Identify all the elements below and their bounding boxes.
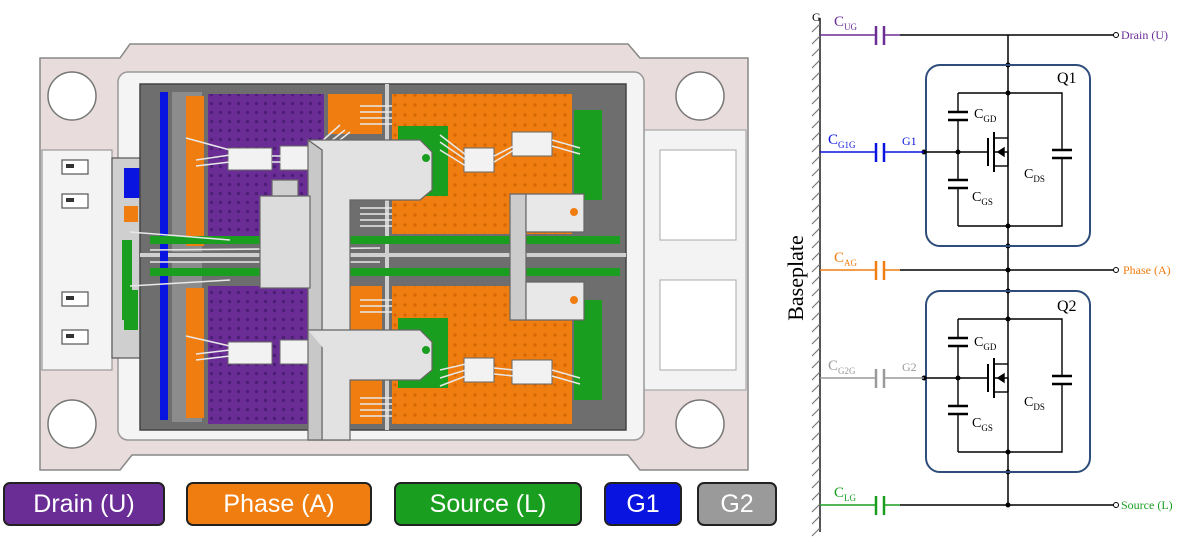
mounting-hole — [47, 71, 97, 121]
pin-headers — [61, 159, 89, 345]
ground-label: G — [812, 10, 821, 24]
semiconductor-dies — [227, 131, 553, 385]
phase-strip — [186, 96, 204, 246]
q1-label: Q1 — [1057, 70, 1077, 87]
c-g1g-capacitor — [820, 143, 924, 162]
c-ag-label: CAG — [834, 250, 858, 268]
q1-cgd-label: CGD — [974, 107, 997, 124]
baseplate-hatching — [811, 23, 821, 537]
source-trace — [150, 236, 620, 244]
legend-phase-label: Phase (A) — [223, 489, 335, 518]
legend-drain-u: Drain (U) — [3, 482, 165, 526]
g2-node-label: G2 — [902, 360, 917, 374]
c-g2g-label: CG2G — [828, 358, 856, 376]
legend-drain-label: Drain (U) — [33, 489, 135, 518]
c-g1g-label: CG1G — [828, 132, 856, 150]
legend-phase-a: Phase (A) — [186, 482, 372, 526]
legend-source-l: Source (L) — [394, 482, 582, 526]
c-ug-capacitor — [820, 26, 1114, 45]
mounting-hole — [675, 399, 725, 449]
c-lg-label: CLG — [834, 485, 857, 503]
c-ug-label: CUG — [834, 14, 858, 32]
source-label: Source (L) — [1121, 498, 1173, 512]
mounting-hole — [47, 399, 97, 449]
q2-box — [925, 290, 1091, 473]
q1-cds-label: CDS — [1024, 167, 1045, 184]
q1-mosfet — [924, 92, 1072, 227]
legend-g2-label: G2 — [720, 489, 754, 518]
q2-cgs-label: CGS — [972, 416, 993, 433]
phase-terminal — [1113, 267, 1119, 273]
q1-box — [925, 64, 1091, 247]
mounting-hole — [675, 71, 725, 121]
legend-g2: G2 — [697, 482, 777, 526]
baseplate-label: Baseplate — [783, 235, 808, 321]
q2-label: Q2 — [1057, 298, 1077, 315]
drain-terminal — [1113, 32, 1119, 38]
q2-mosfet — [924, 318, 1072, 453]
legend-g1: G1 — [604, 482, 682, 526]
busbars — [259, 138, 585, 441]
c-ag-capacitor — [820, 261, 1114, 280]
q2-cgd-label: CGD — [974, 335, 997, 352]
g1-trace — [160, 92, 168, 420]
legend-source-label: Source (L) — [429, 489, 547, 518]
source-terminal — [1113, 502, 1119, 508]
c-lg-capacitor — [820, 496, 1114, 515]
c-g2g-capacitor — [820, 369, 924, 388]
power-module-drawing — [39, 43, 749, 471]
drain-label: Drain (U) — [1121, 28, 1168, 42]
q1-cgs-label: CGS — [972, 190, 993, 207]
g1-node-label: G1 — [902, 134, 917, 148]
legend-g1-label: G1 — [626, 489, 660, 518]
phase-label: Phase (A) — [1123, 263, 1171, 277]
q2-cds-label: CDS — [1024, 395, 1045, 412]
